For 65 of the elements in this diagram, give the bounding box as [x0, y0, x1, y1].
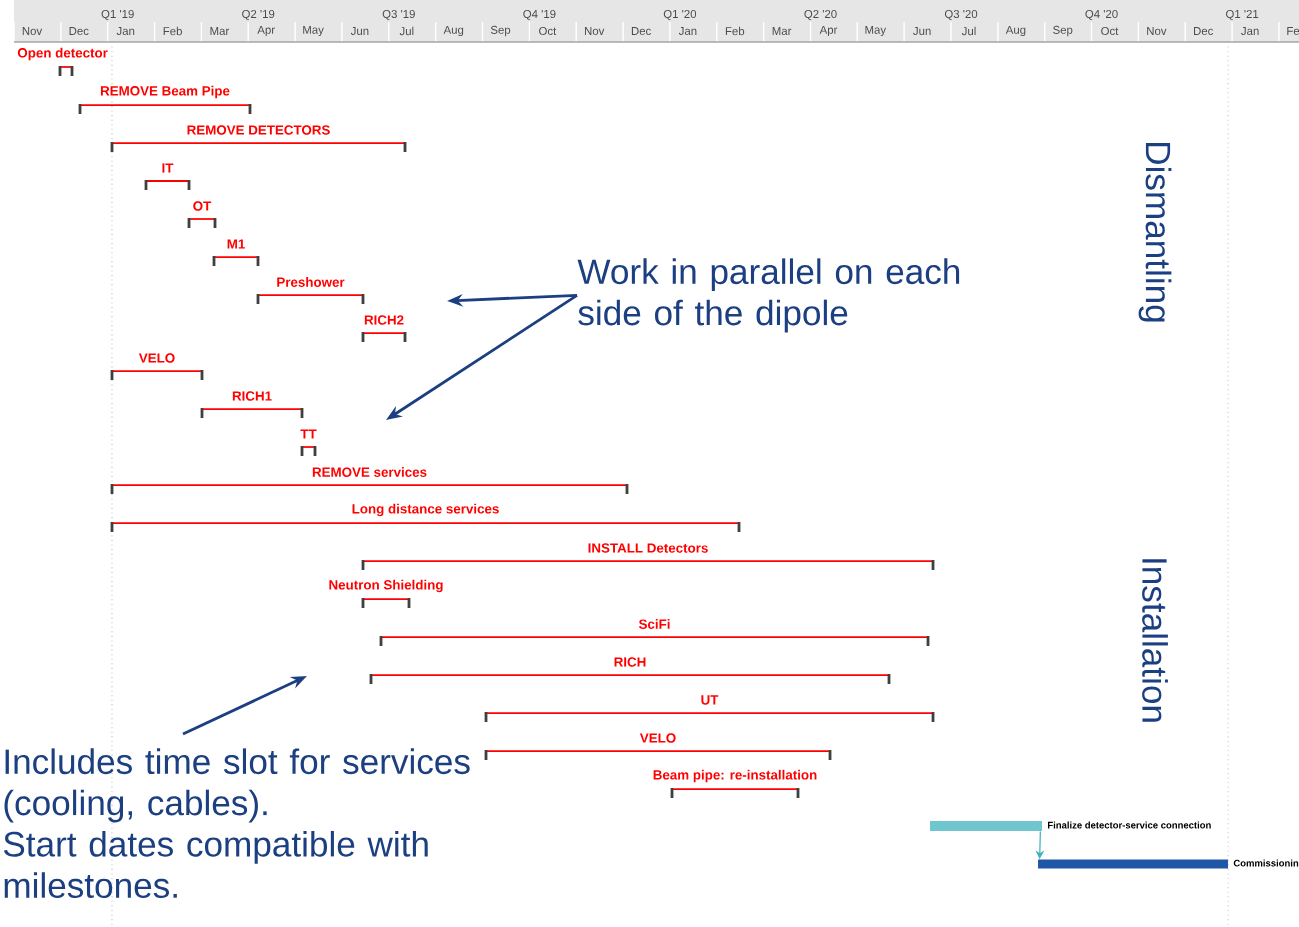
quarter-label: Q3 '19	[382, 9, 415, 21]
quarter-label: Q4 '20	[1085, 9, 1118, 21]
task-bar: VELO	[110, 353, 204, 380]
task-bar: UT	[484, 695, 935, 722]
month-label: Dec	[631, 27, 651, 35]
month-label: Jun	[913, 27, 931, 35]
task-bar: M1	[212, 239, 260, 266]
month-label: Mar	[210, 27, 230, 35]
task-bar: OT	[187, 201, 217, 228]
month-label: Feb	[163, 26, 182, 36]
month-label: May	[865, 25, 887, 37]
month-label: Feb	[725, 26, 745, 36]
month-label: Jan	[116, 27, 135, 35]
task-bar: Finalize detector-service connection	[930, 821, 1211, 831]
quarter-label: Q2 '20	[804, 9, 837, 21]
month-label: Jul	[399, 26, 414, 36]
task-bar: TT	[300, 429, 317, 456]
task-bar: REMOVE services	[110, 467, 629, 494]
month-label: Jul	[961, 26, 976, 36]
section-label: Dismantling	[1138, 143, 1172, 322]
task-bar: VELO	[484, 733, 832, 760]
month-label: Nov	[22, 27, 43, 35]
task-bar: RICH2	[361, 315, 407, 342]
task-bar: Open detector	[17, 47, 108, 76]
month-label: Jun	[350, 27, 369, 35]
task-bar: Commissionin	[1038, 859, 1299, 869]
task-bar: INSTALL Detectors	[361, 543, 935, 570]
month-label: Sep	[1053, 25, 1073, 37]
annotation-text: Includes time slot for services (cooling, cables). Start dates compatible with milestones.	[3, 748, 470, 898]
task-bar: Preshower	[256, 277, 365, 304]
month-label: Nov	[585, 27, 605, 35]
month-label: Dec	[1194, 27, 1214, 35]
annotation-text: Work in parallel on each side of the dipole	[577, 258, 960, 333]
month-label: Aug	[443, 25, 464, 37]
month-label: Dec	[69, 27, 89, 35]
task-bar: REMOVE Beam Pipe	[78, 85, 252, 114]
task-bar: Neutron Shielding	[329, 579, 443, 608]
month-label: Oct	[1101, 26, 1119, 36]
month-label: May	[303, 25, 324, 37]
task-bar: RICH	[369, 657, 891, 684]
node-label: Finalize detector-service connection	[1048, 821, 1211, 829]
task-bar: IT	[144, 163, 191, 190]
task-bar: RICH1	[200, 391, 304, 418]
task-bar: Long distance services	[110, 503, 741, 532]
month-label: Nov	[1147, 27, 1167, 35]
month-label: Jan	[678, 27, 697, 35]
month-label: Jan	[1241, 27, 1259, 35]
month-label: Oct	[539, 26, 557, 36]
month-label: Fe	[1287, 27, 1299, 35]
node-label: Commissionin	[1233, 859, 1299, 867]
quarter-label: Q1 '19	[101, 9, 134, 21]
month-label: Sep	[490, 25, 511, 37]
task-bar: Beam pipe: re-installation	[653, 769, 817, 798]
month-label: Mar	[772, 27, 792, 35]
month-label: Apr	[257, 25, 275, 37]
task-bar: SciFi	[379, 619, 930, 646]
month-label: Apr	[819, 25, 838, 37]
quarter-label: Q3 '20	[944, 9, 978, 21]
task-bar: REMOVE DETECTORS	[110, 125, 407, 152]
quarter-label: Q1 '20	[663, 9, 697, 21]
quarter-label: Q1 '21	[1226, 9, 1259, 21]
quarter-label: Q2 '19	[242, 9, 275, 21]
quarter-label: Q4 '19	[523, 9, 556, 21]
month-label: Aug	[1005, 25, 1026, 37]
section-label: Installation	[1142, 559, 1168, 722]
